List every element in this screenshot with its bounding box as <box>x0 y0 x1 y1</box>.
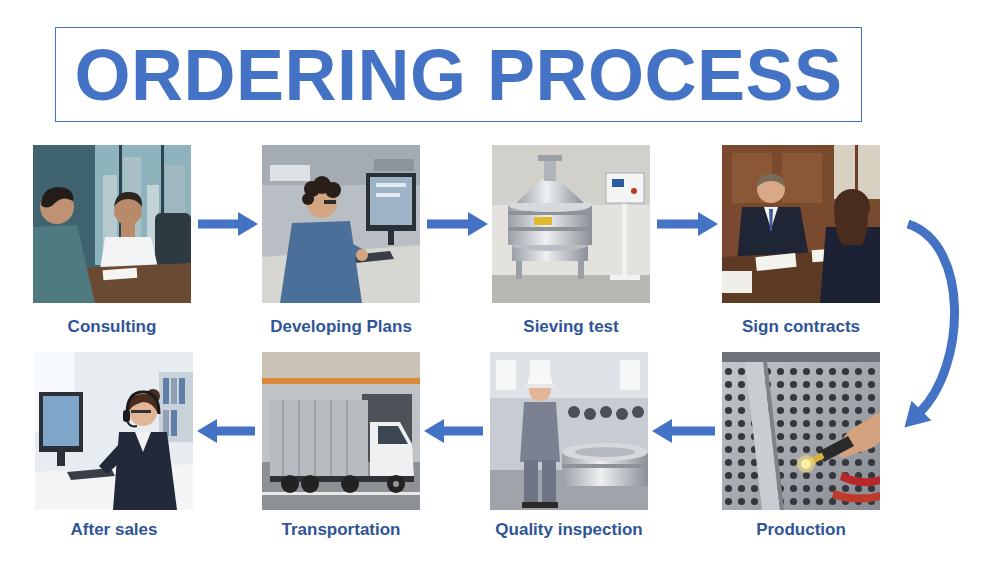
step-caption: Developing Plans <box>270 317 412 337</box>
step-caption: Quality inspection <box>495 520 642 540</box>
step-box: Transportation <box>262 352 420 510</box>
contract-photo <box>722 145 880 303</box>
step-caption: Production <box>756 520 846 540</box>
flow-arrow <box>427 212 488 236</box>
step-box: Production <box>722 352 880 510</box>
step-box: After sales <box>35 352 193 510</box>
flow-arrow <box>657 212 718 236</box>
flow-arrow <box>652 419 715 443</box>
step-caption: Sign contracts <box>742 317 860 337</box>
step-box: Sieving test <box>492 145 650 303</box>
step-box: Quality inspection <box>490 352 648 510</box>
step-caption: Transportation <box>281 520 400 540</box>
title-text: ORDERING PROCESS <box>74 39 842 111</box>
sieve-machine-photo <box>492 145 650 303</box>
title-frame: ORDERING PROCESS <box>55 27 862 122</box>
step-caption: Consulting <box>68 317 157 337</box>
step-caption: After sales <box>71 520 158 540</box>
step-box: Sign contracts <box>722 145 880 303</box>
planning-photo <box>262 145 420 303</box>
production-photo <box>722 352 880 510</box>
flow-arrow <box>904 224 954 428</box>
flow-arrow <box>198 212 258 236</box>
support-photo <box>35 352 193 510</box>
flow-arrow <box>197 419 255 443</box>
step-box: Developing Plans <box>262 145 420 303</box>
step-box: Consulting <box>33 145 191 303</box>
step-caption: Sieving test <box>523 317 618 337</box>
truck-photo <box>262 352 420 510</box>
consulting-photo <box>33 145 191 303</box>
flow-arrow <box>424 419 483 443</box>
inspection-photo <box>490 352 648 510</box>
